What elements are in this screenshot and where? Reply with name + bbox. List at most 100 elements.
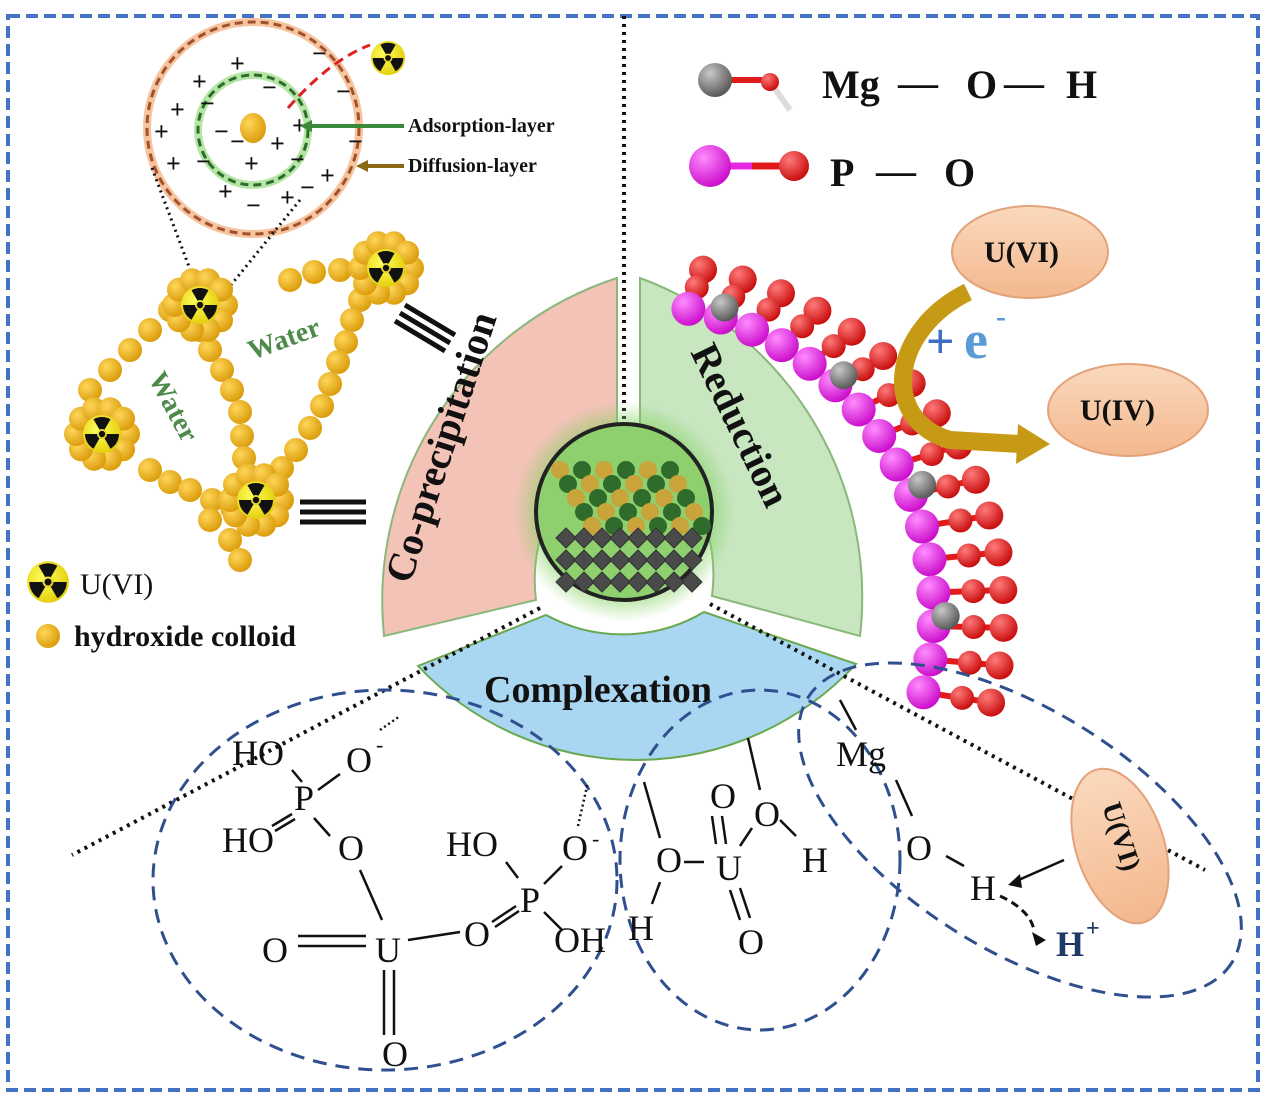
colloid-particle (302, 260, 326, 284)
svg-text:O: O (562, 828, 588, 868)
core-atom (559, 475, 577, 493)
colloid-legend-label: hydroxide colloid (74, 620, 296, 653)
oxygen-atom (984, 538, 1013, 567)
oxygen-atom (869, 342, 898, 371)
charge-sign: − (290, 145, 305, 174)
magnesium-atom (710, 293, 739, 322)
charge-sign: + (292, 111, 307, 140)
core-atom (595, 461, 613, 479)
oxygen-atom (837, 317, 866, 346)
oxygen-atom (985, 651, 1014, 680)
species-uvi-bottom (1070, 767, 1170, 925)
colloid-particle (228, 548, 252, 572)
surface-molecular-layer (671, 255, 1018, 717)
outer-frame (6, 14, 1260, 1092)
phosphorus-atom (764, 328, 799, 363)
colloid-particle (198, 508, 222, 532)
phosphorus-atom (879, 447, 914, 482)
svg-text:O: O (906, 828, 932, 868)
core-atom (685, 503, 703, 521)
charge-sign: + (218, 177, 233, 206)
o-atom-icon-2 (779, 151, 809, 181)
core-atom (669, 475, 687, 493)
charge-sign: + (170, 95, 185, 124)
core-atom (567, 489, 585, 507)
charge-sign: + (230, 49, 245, 78)
svg-text:O: O (710, 776, 736, 816)
uranyl-hydroxyl-complex: O O O U O H H (628, 737, 828, 962)
colloid-particle (78, 378, 102, 402)
colloid-particle (340, 308, 364, 332)
charge-sign: − (214, 117, 229, 146)
species-uiv-label: U(IV) (1080, 394, 1155, 427)
core-octahedron (681, 527, 703, 549)
charge-sign: + (154, 117, 169, 146)
colloid-particle (228, 400, 252, 424)
magnesium-atom (931, 602, 960, 631)
legend-left: U(VI) hydroxide colloid (27, 561, 296, 653)
core-atom (617, 461, 635, 479)
mgoh-mg: Mg (822, 62, 880, 107)
colloid-particle (220, 378, 244, 402)
svg-text:OH: OH (554, 920, 606, 960)
colloid-particle (138, 458, 162, 482)
water-label-2: Water (142, 367, 204, 447)
species-uvi-top-label: U(VI) (984, 236, 1059, 269)
phosphorus-atom (906, 675, 941, 710)
core-octahedron (681, 571, 703, 593)
core-octahedron (681, 549, 703, 571)
colloid-particle (98, 358, 122, 382)
hplus-label: H (1056, 924, 1084, 964)
species-uvi-top (951, 205, 1109, 299)
legend-right: Mg — O — H P — O (689, 60, 1097, 195)
layered-structure-icon (551, 461, 711, 593)
svg-text:O: O (262, 930, 288, 970)
colloid-particle (200, 488, 224, 512)
oxygen-atom (989, 613, 1018, 642)
o-atom-icon (761, 73, 779, 91)
colloid-particle (218, 528, 242, 552)
charge-sign: − (230, 127, 245, 156)
oxygen-atom (821, 334, 846, 359)
colloid-particle (158, 470, 182, 494)
core-atom (633, 489, 651, 507)
charge-sign: − (336, 77, 351, 106)
oxygen-atom (977, 688, 1006, 717)
core-atom (663, 503, 681, 521)
charge-sign: + (166, 149, 181, 178)
phosphorus-atom (912, 542, 947, 577)
charge-sign: − (196, 147, 211, 176)
oxygen-atom (956, 543, 981, 568)
po-dash: — (875, 148, 917, 193)
phosphorus-atom (916, 575, 951, 610)
uranium-icon (181, 286, 219, 324)
svg-text:U: U (716, 848, 742, 888)
charge-sign: − (300, 173, 315, 202)
colloid-link-top (393, 302, 457, 354)
colloid-particle (230, 424, 254, 448)
complex-region-right (797, 661, 1243, 999)
uranium-legend-label: U(VI) (80, 568, 153, 601)
phosphorus-atom (671, 291, 706, 326)
oxygen-atom (961, 465, 990, 494)
charge-sign: − (246, 191, 261, 220)
core-atom (625, 475, 643, 493)
svg-text:-: - (376, 732, 383, 757)
reduction-reaction: U(VI) + e - U(IV) (894, 205, 1209, 464)
electron-charge: - (996, 300, 1006, 333)
uranium-legend-icon (27, 561, 69, 603)
water-label-1: Water (244, 312, 325, 367)
oxygen-atom (950, 685, 975, 710)
oxygen-atom (948, 508, 973, 533)
label-complexation: Complexation (484, 669, 712, 711)
core-atom (573, 461, 591, 479)
svg-text:O: O (656, 840, 682, 880)
core-atom (551, 461, 569, 479)
sector-complexation[interactable] (416, 610, 858, 761)
svg-text:P: P (294, 778, 314, 818)
svg-text:H: H (628, 908, 654, 948)
colloid-legend-icon (36, 624, 60, 648)
colloid-link-bottom (300, 499, 366, 525)
hplus-charge: + (1086, 916, 1100, 942)
mgoh-dash2: — (1003, 60, 1045, 105)
